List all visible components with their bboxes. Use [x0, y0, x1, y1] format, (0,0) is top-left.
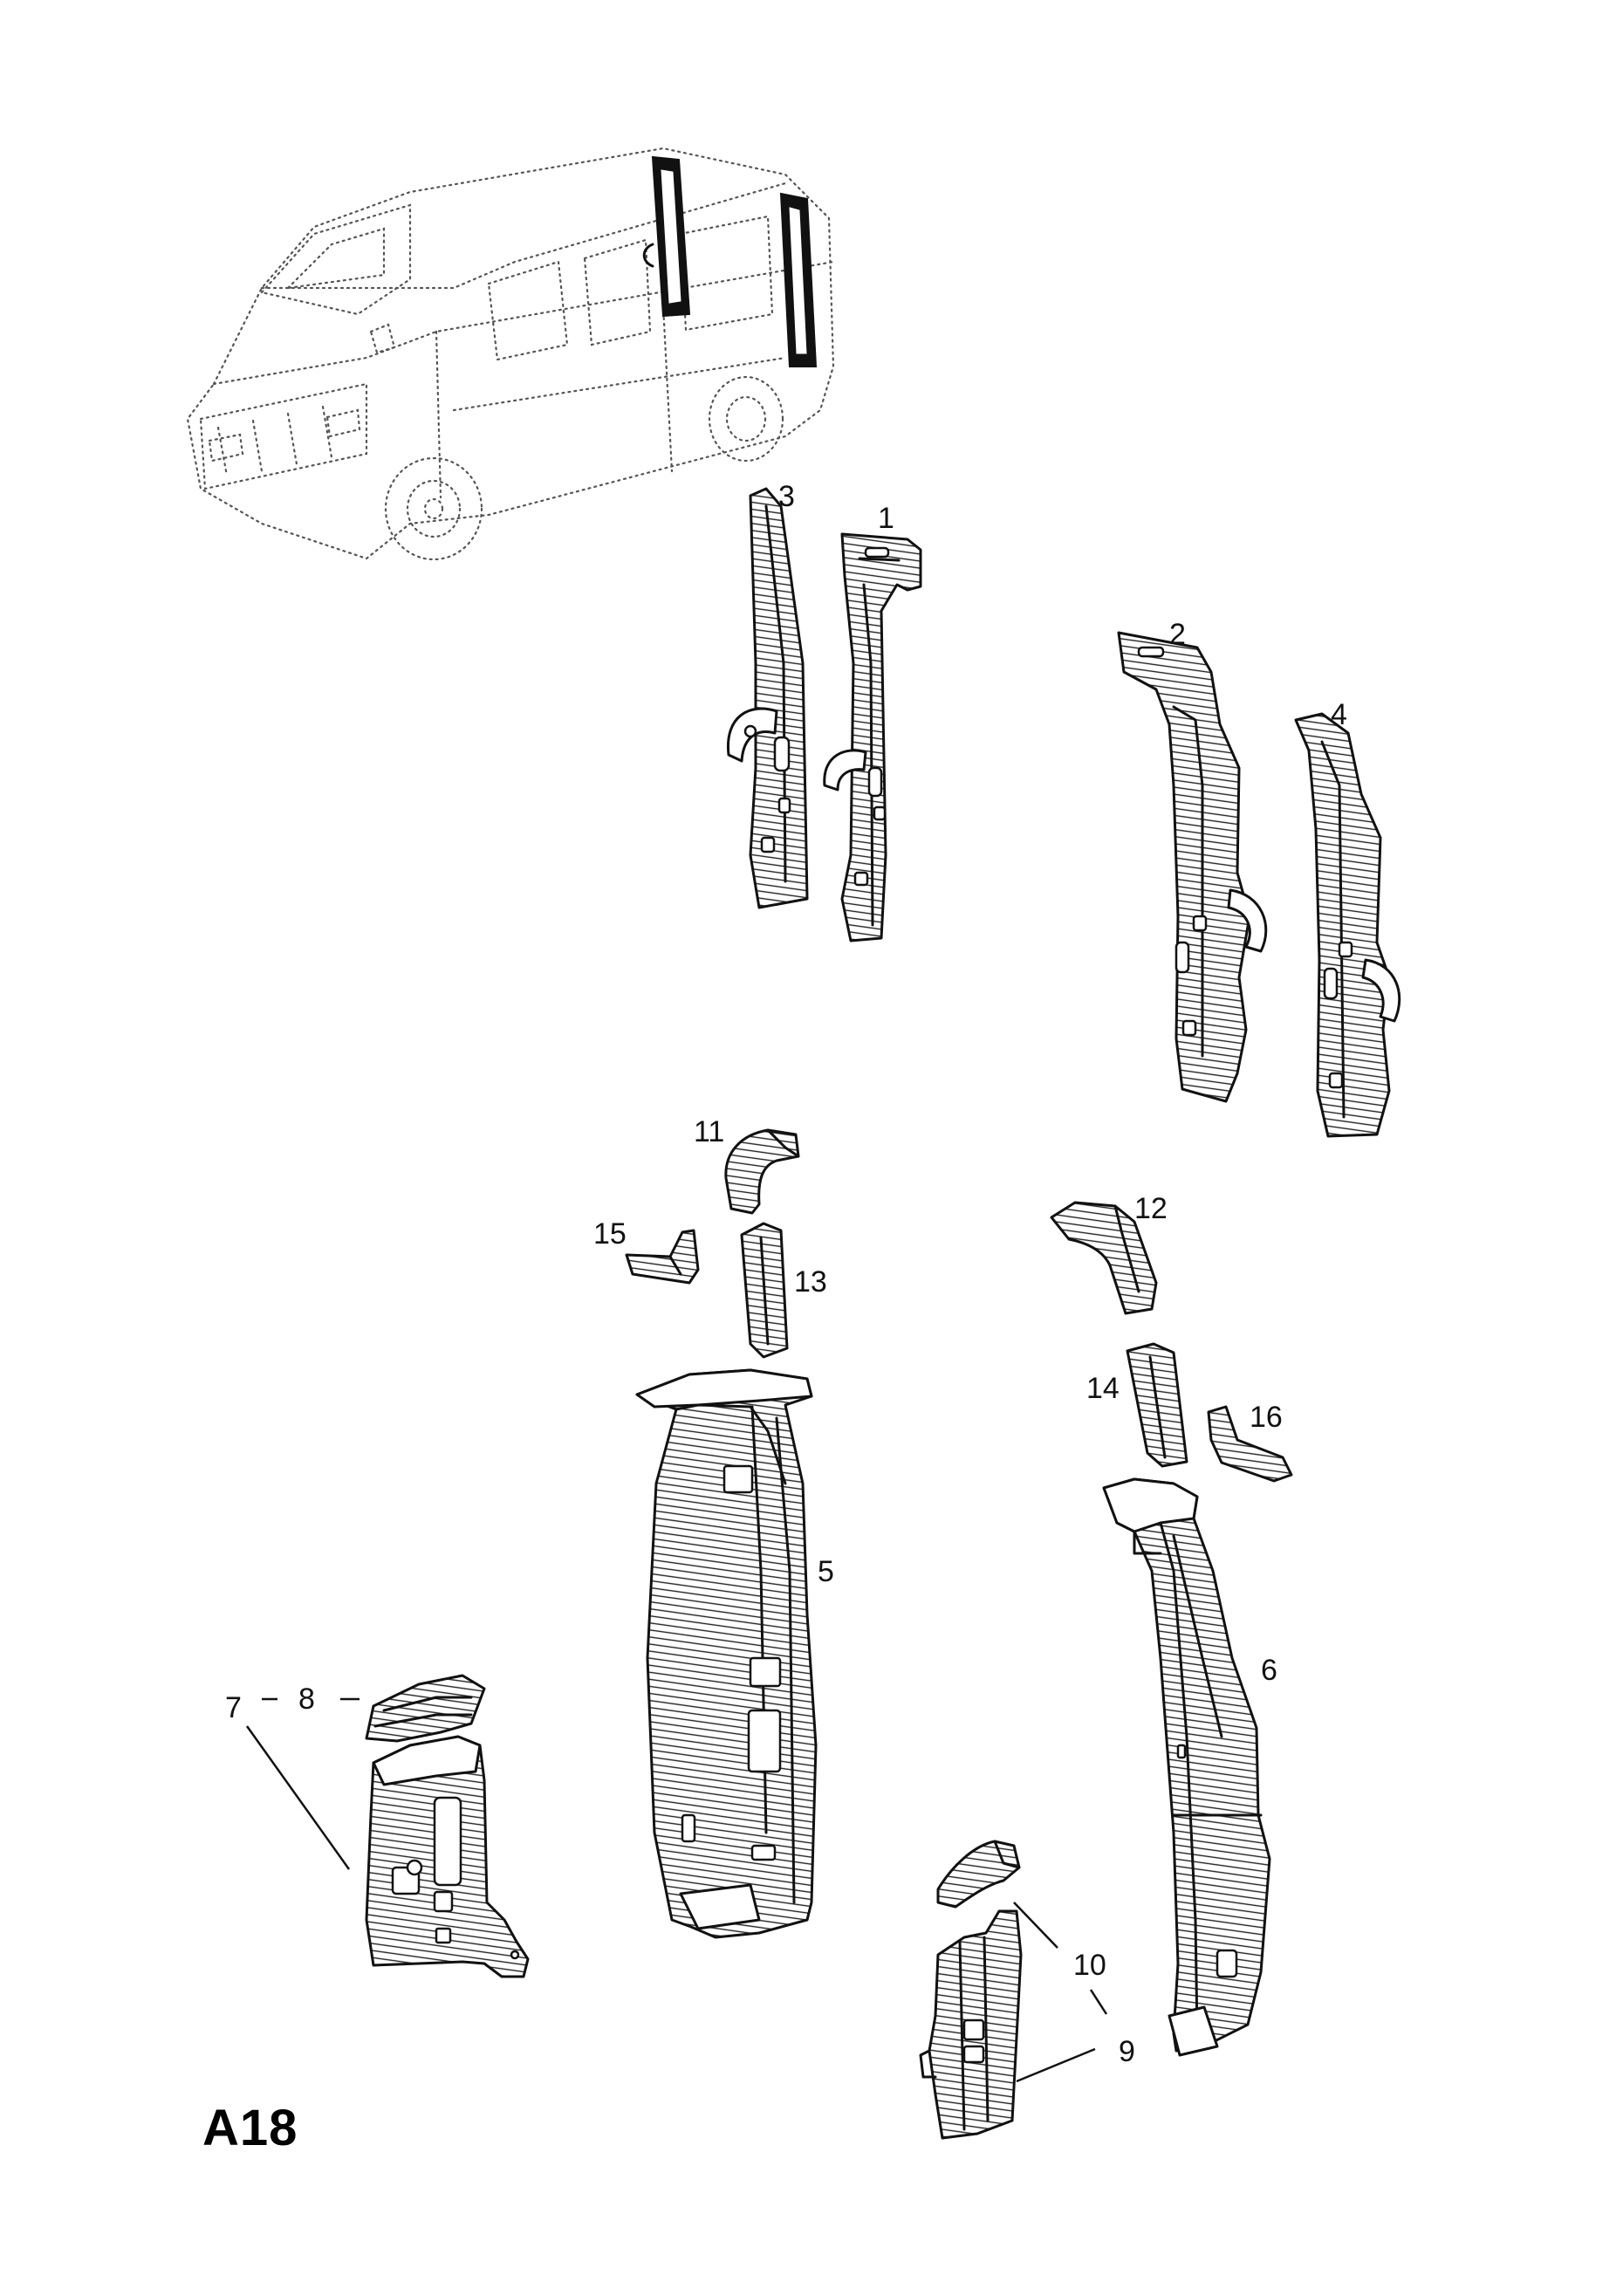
- callout-13: 13: [794, 1265, 827, 1299]
- part-9-panel: [919, 1909, 1023, 2140]
- callout-11: 11: [694, 1115, 724, 1148]
- callout-2: 2: [1169, 618, 1186, 651]
- part-7-panel: [365, 1735, 530, 1978]
- callout-14: 14: [1086, 1372, 1120, 1405]
- part-8-reinforcement: [365, 1674, 486, 1743]
- part-3-pillar: [726, 487, 809, 909]
- page-code: A18: [202, 2100, 298, 2156]
- callout-6: 6: [1261, 1654, 1277, 1687]
- callout-4: 4: [1331, 698, 1347, 731]
- part-6-panel: [1102, 1477, 1271, 2057]
- callout-12: 12: [1134, 1192, 1168, 1225]
- callout-15: 15: [593, 1217, 627, 1251]
- callout-16: 16: [1250, 1401, 1283, 1434]
- leader-lines: [245, 1697, 1108, 2083]
- part-14-strip: [1126, 1342, 1188, 1468]
- highlighted-c-pillar: [779, 192, 818, 367]
- callout-1: 1: [878, 502, 894, 535]
- callout-labels: 1 2 3 4 5 6 7 8 9 10 11 12 13 14 15 16: [225, 480, 1347, 2068]
- part-4-pillar: [1294, 712, 1401, 1138]
- highlighted-b-pillar: [642, 155, 691, 318]
- callout-8: 8: [298, 1683, 315, 1716]
- part-2-pillar: [1117, 631, 1268, 1103]
- part-16-bracket: [1207, 1405, 1293, 1483]
- part-5-panel: [635, 1368, 818, 1939]
- callout-9: 9: [1119, 2035, 1135, 2068]
- part-1-pillar: [823, 532, 922, 942]
- callout-3: 3: [778, 480, 795, 513]
- part-11-bracket: [724, 1128, 800, 1215]
- callout-10: 10: [1073, 1949, 1106, 1982]
- part-15-bracket: [625, 1229, 700, 1285]
- part-10-bracket: [936, 1840, 1021, 1909]
- callout-7: 7: [225, 1691, 242, 1724]
- part-12-bracket: [1050, 1201, 1158, 1315]
- callout-5: 5: [818, 1555, 834, 1588]
- part-13-strip: [740, 1222, 789, 1359]
- van-overview-illustration: [186, 147, 835, 561]
